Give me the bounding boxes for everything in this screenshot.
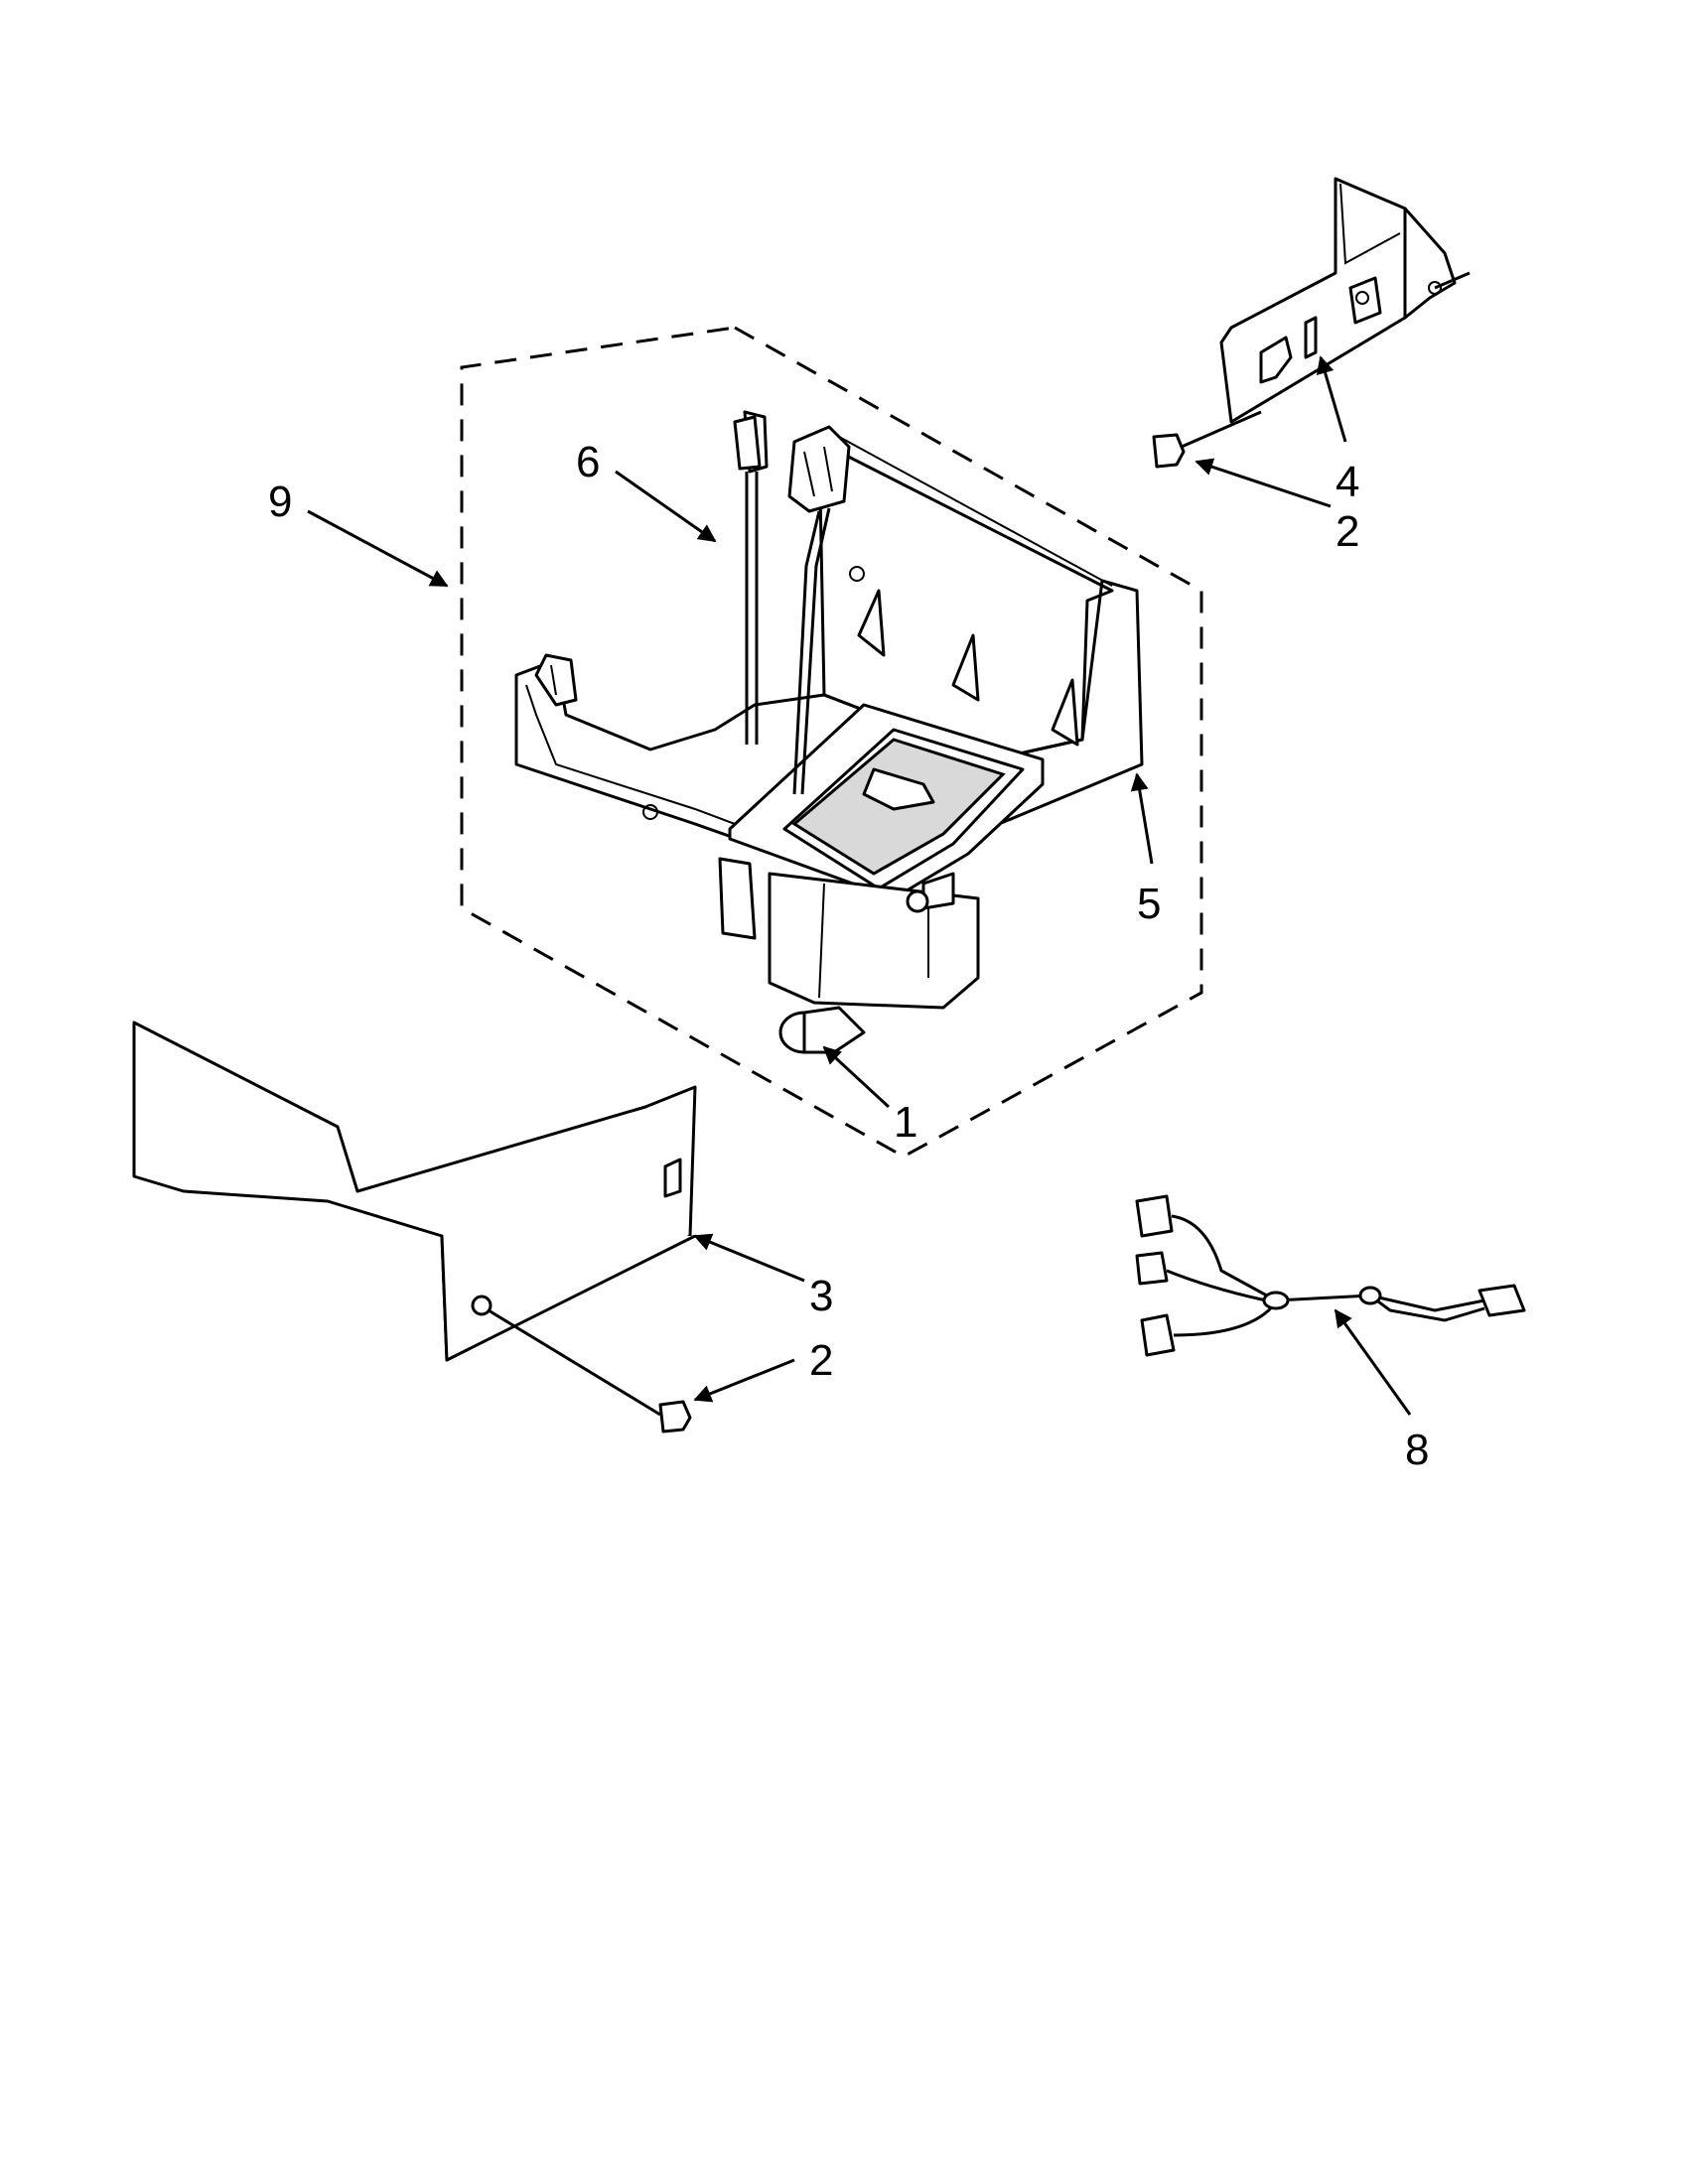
leader-9 bbox=[307, 509, 449, 588]
screw-lower bbox=[488, 1308, 692, 1433]
callout-5: 5 bbox=[1137, 880, 1161, 928]
callout-1: 1 bbox=[894, 1098, 917, 1147]
callout-8: 8 bbox=[1405, 1426, 1429, 1474]
leader-2b bbox=[693, 1358, 795, 1403]
callout-2-lower: 2 bbox=[809, 1336, 833, 1385]
ice-bin-bracket bbox=[514, 435, 1144, 1054]
leader-6 bbox=[615, 470, 717, 543]
screw-upper bbox=[1152, 410, 1262, 469]
leader-1 bbox=[822, 1045, 891, 1109]
assembly-outline bbox=[460, 326, 1203, 1159]
callout-3: 3 bbox=[809, 1272, 833, 1320]
mounting-bracket bbox=[1219, 177, 1471, 424]
callout-6: 6 bbox=[576, 438, 600, 486]
callout-4: 4 bbox=[1336, 458, 1359, 506]
callout-9: 9 bbox=[268, 478, 292, 526]
leader-8 bbox=[1334, 1308, 1412, 1416]
cover-panel bbox=[132, 1021, 697, 1362]
leader-4 bbox=[1316, 355, 1347, 443]
wire-harness bbox=[1135, 1194, 1526, 1357]
wire-harness-connectors bbox=[733, 410, 851, 795]
leader-2a bbox=[1195, 458, 1332, 508]
leader-5 bbox=[1130, 772, 1154, 865]
callout-2-upper: 2 bbox=[1336, 507, 1359, 556]
leader-3 bbox=[693, 1233, 805, 1283]
